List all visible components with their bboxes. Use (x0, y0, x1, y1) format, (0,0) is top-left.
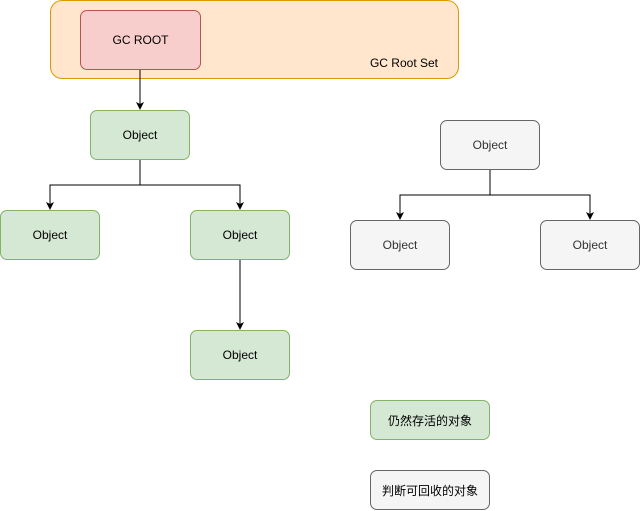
live-object-bottom: Object (190, 330, 290, 380)
dead-object-right: Object (540, 220, 640, 270)
edge-live-top-to-right (140, 184, 244, 210)
legend-dead: 判断可回收的对象 (370, 470, 490, 510)
legend-live: 仍然存活的对象 (370, 400, 490, 440)
gc-root-set-label: GC Root Set (369, 56, 438, 70)
dead-object-top: Object (440, 120, 540, 170)
edge-dead-top-to-left (396, 170, 491, 220)
dead-object-left: Object (350, 220, 450, 270)
gc-root-node: GC ROOT (80, 10, 201, 70)
edge-live-top-to-left (46, 160, 141, 210)
edge-dead-top-to-right (490, 194, 594, 220)
live-object-top: Object (90, 110, 190, 160)
live-object-left: Object (0, 210, 100, 260)
live-object-right: Object (190, 210, 290, 260)
